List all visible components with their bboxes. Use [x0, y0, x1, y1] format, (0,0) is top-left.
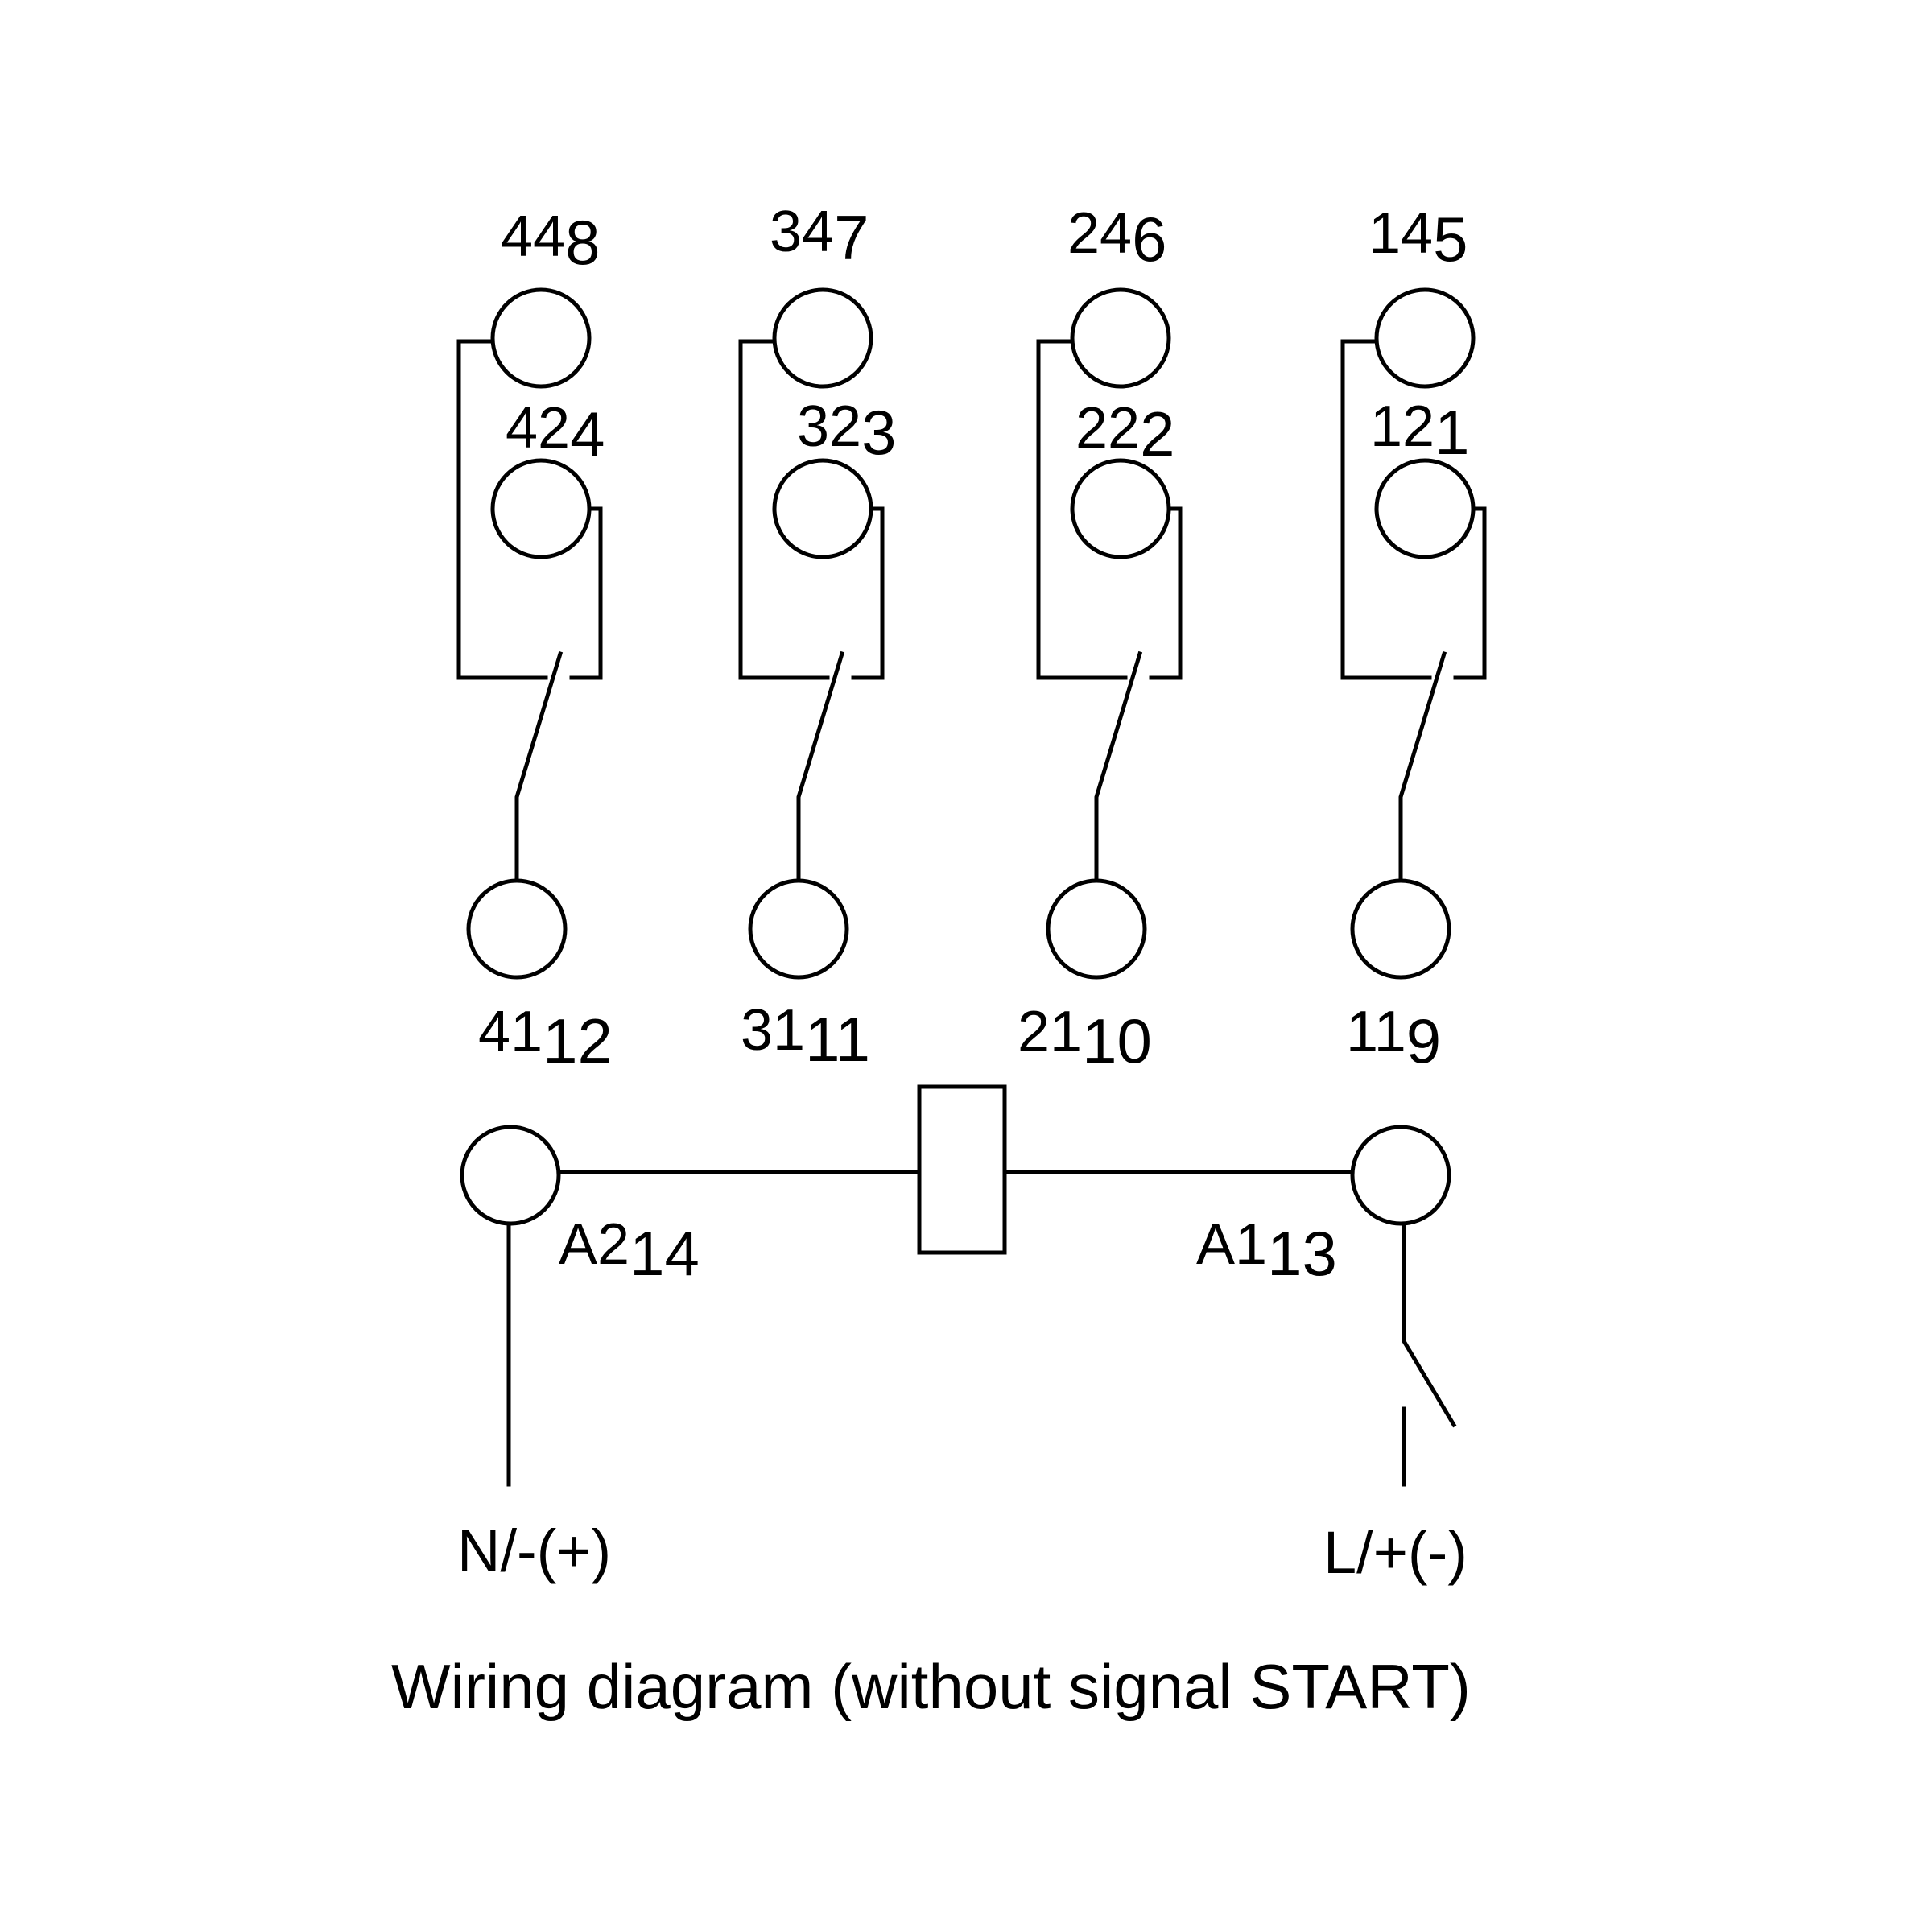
terminal-label-common-1: 119	[1346, 1000, 1441, 1076]
terminal-nc-2	[1070, 458, 1171, 559]
coil-circuit: A214 A113 N/-(+) L/+(-)	[457, 1084, 1468, 1586]
terminal-nc-3	[772, 458, 873, 559]
terminal-label-no-4: 448	[501, 204, 600, 278]
wire-no-3	[738, 339, 830, 680]
switch-blade-2	[1094, 650, 1143, 883]
contact-group-4: 448 424 4112	[456, 204, 613, 1076]
terminal-label-nc-1: 121	[1370, 394, 1469, 468]
start-switch-blade	[1402, 1221, 1457, 1428]
terminal-no-3	[772, 287, 873, 389]
terminal-common-1	[1350, 878, 1451, 980]
terminal-common-3	[748, 878, 849, 980]
terminal-no-1	[1374, 287, 1476, 389]
terminal-a1	[1350, 1125, 1451, 1226]
terminal-label-nc-2: 222	[1075, 396, 1174, 469]
supply-label-line: L/+(-)	[1323, 1519, 1468, 1586]
terminal-label-a2: A214	[559, 1212, 700, 1289]
terminal-label-nc-4: 424	[506, 396, 605, 469]
terminal-common-4	[466, 878, 568, 980]
wire-no-1	[1340, 339, 1432, 680]
wire-nc-1	[1453, 506, 1487, 680]
contact-group-3: 347 323 3111	[738, 200, 896, 1075]
terminal-no-4	[490, 287, 592, 389]
switch-blade-4	[514, 650, 564, 883]
switch-blade-1	[1398, 650, 1447, 883]
relay-coil	[917, 1084, 1007, 1255]
terminal-label-a1: A113	[1196, 1212, 1337, 1289]
terminal-common-2	[1046, 878, 1147, 980]
terminal-nc-1	[1374, 458, 1476, 559]
switch-blade-3	[796, 650, 845, 883]
contact-group-1: 145 121 119	[1340, 201, 1487, 1076]
terminal-nc-4	[490, 458, 592, 559]
terminal-label-common-4: 4112	[478, 1000, 613, 1076]
terminal-label-no-1: 145	[1368, 201, 1468, 275]
wire-nc-4	[569, 506, 603, 680]
wire-no-2	[1036, 339, 1128, 680]
terminal-label-no-2: 246	[1067, 201, 1166, 275]
wire-nc-2	[1149, 506, 1183, 680]
terminal-label-common-3: 3111	[741, 998, 870, 1075]
supply-label-neutral: N/-(+)	[457, 1517, 611, 1584]
wire-nc-3	[851, 506, 885, 680]
terminal-a2	[460, 1125, 561, 1226]
terminal-label-common-2: 2110	[1018, 1000, 1152, 1076]
contact-group-2: 246 222 2110	[1018, 201, 1183, 1076]
terminal-label-nc-3: 323	[797, 394, 896, 468]
terminal-label-no-3: 347	[770, 200, 869, 273]
wire-no-4	[456, 339, 548, 680]
terminal-no-2	[1070, 287, 1171, 389]
diagram-caption: Wiring diagram (without signal START)	[391, 1651, 1471, 1722]
